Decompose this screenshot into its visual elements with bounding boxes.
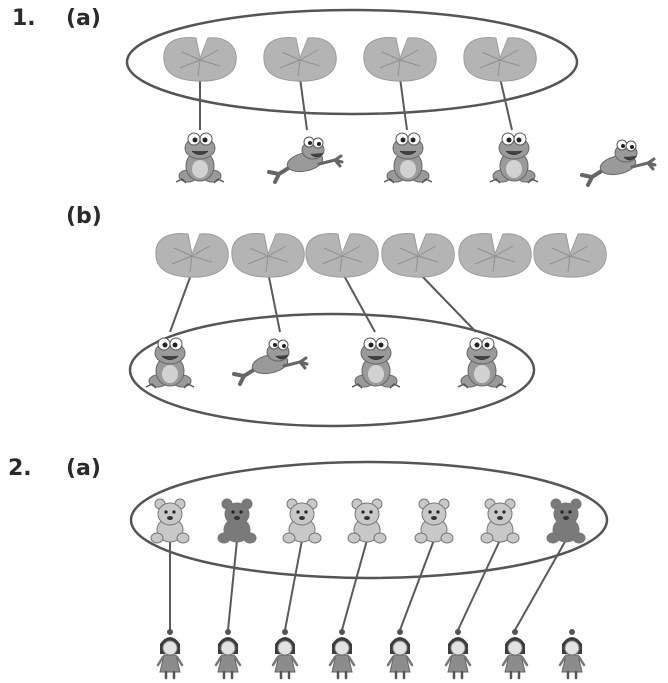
doll	[386, 629, 414, 680]
doll	[444, 629, 472, 680]
q1a-match-line	[399, 77, 408, 131]
q2a-match-line	[514, 539, 567, 631]
lily-pad	[155, 233, 229, 278]
q1b-match-line	[417, 271, 477, 333]
q1b-match-line	[341, 271, 376, 333]
teddy-bear	[546, 498, 586, 544]
frog-jumping	[267, 136, 344, 184]
doll	[271, 629, 299, 680]
lily-pad	[263, 37, 337, 82]
teddy-bear	[150, 498, 190, 544]
doll	[214, 629, 242, 680]
q2a-match-line	[341, 539, 368, 631]
frog-jumping-unmatched	[580, 139, 657, 187]
q1-part-b-label: (b)	[66, 204, 102, 229]
frog-jumping	[232, 338, 309, 386]
lily-pad	[458, 233, 532, 278]
frog-sitting	[457, 337, 507, 389]
q1a-match-line	[299, 77, 308, 131]
lily-pad	[231, 233, 305, 278]
frog-sitting	[175, 132, 225, 184]
q2a-match-line	[284, 539, 303, 631]
lily-pad	[163, 37, 237, 82]
frog-sitting	[383, 132, 433, 184]
teddy-bear	[282, 498, 322, 544]
doll	[156, 629, 184, 680]
frog-sitting	[489, 132, 539, 184]
lily-pad	[305, 233, 379, 278]
teddy-bear	[347, 498, 387, 544]
doll	[328, 629, 356, 680]
q1b-set-ellipse	[128, 312, 536, 428]
q2-number: 2.	[8, 456, 32, 481]
q2a-set-ellipse	[129, 460, 609, 580]
lily-pad	[363, 37, 437, 82]
q1a-match-line	[499, 77, 513, 131]
q1b-match-line	[169, 271, 193, 333]
doll	[501, 629, 529, 680]
teddy-bear	[217, 498, 257, 544]
q2a-match-line	[399, 539, 435, 631]
q2a-match-line	[227, 539, 238, 631]
q1-part-a-label: (a)	[66, 6, 101, 31]
q1b-match-line	[267, 271, 281, 333]
frog-sitting	[145, 337, 195, 389]
q2-part-a-label: (a)	[66, 456, 101, 481]
frog-sitting	[351, 337, 401, 389]
teddy-bear	[480, 498, 520, 544]
teddy-bear	[414, 498, 454, 544]
doll	[558, 629, 586, 680]
q1-number: 1.	[12, 6, 36, 31]
q2a-match-line	[457, 539, 501, 631]
lily-pad	[463, 37, 537, 82]
q1a-set-ellipse	[125, 8, 579, 116]
lily-pad	[381, 233, 455, 278]
lily-pad	[533, 233, 607, 278]
